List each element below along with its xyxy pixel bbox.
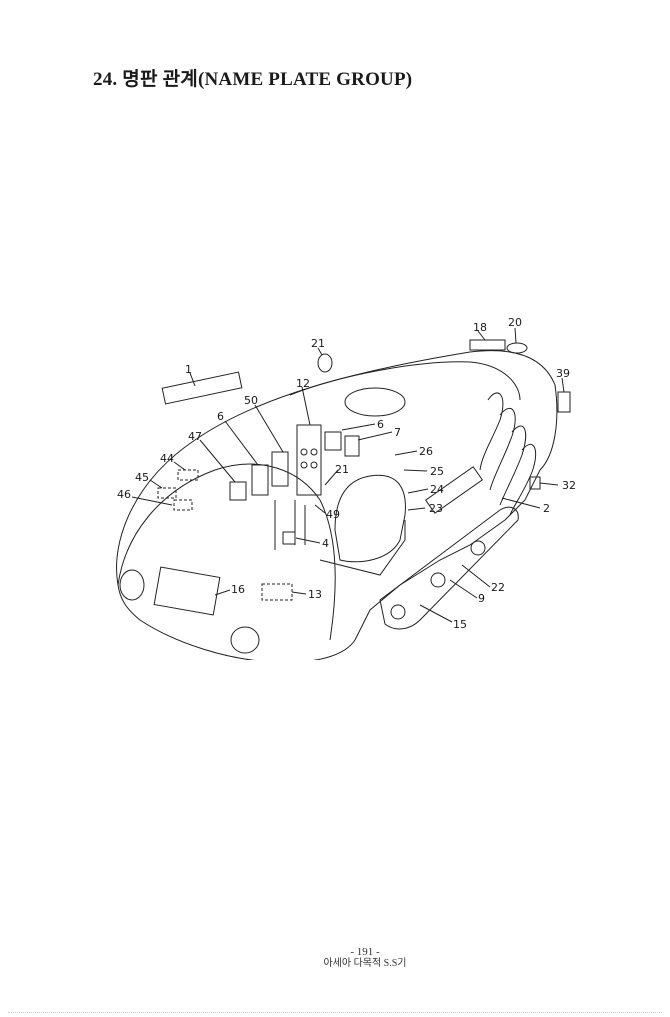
callout-21a: 21 (311, 337, 325, 350)
panel-knob-2 (310, 448, 318, 456)
page-number: - 191 - (350, 946, 380, 958)
callout-44: 44 (160, 452, 174, 465)
plate-39 (557, 391, 571, 413)
plate-50 (271, 451, 289, 487)
front-hood-outline (117, 463, 336, 641)
plate-6a (251, 464, 269, 496)
seat-frame (319, 520, 406, 576)
side-vent-2 (489, 408, 516, 491)
callout-2: 2 (543, 502, 550, 515)
plate-7 (344, 435, 360, 457)
page-footer: - 191 - 아세아 다목적 S.S기 (300, 946, 430, 970)
plate-20 (506, 342, 528, 354)
plate-18 (469, 339, 506, 351)
leader-lines (131, 327, 565, 623)
callout-25: 25 (430, 465, 444, 478)
plate-1 (161, 371, 243, 405)
callout-12: 12 (296, 377, 310, 390)
side-vent-1 (479, 392, 504, 471)
roof-outline (289, 361, 521, 401)
callout-22: 22 (491, 581, 505, 594)
callout-47: 47 (188, 430, 202, 443)
panel-knob-3 (300, 461, 308, 469)
callout-39: 39 (556, 367, 570, 380)
callout-4: 4 (322, 537, 329, 550)
plate-21a (317, 353, 333, 373)
callout-7: 7 (394, 426, 401, 439)
plate-6b (324, 431, 342, 451)
book-name: 아세아 다목적 S.S기 (323, 958, 407, 969)
panel-knob-4 (310, 461, 318, 469)
plate-46 (173, 499, 193, 511)
callout-16: 16 (231, 583, 245, 596)
callout-49: 49 (326, 508, 340, 521)
side-vent-4 (509, 443, 537, 516)
scan-edge-line (8, 1012, 662, 1013)
callout-21b: 21 (335, 463, 349, 476)
callout-15: 15 (453, 618, 467, 631)
callout-46: 46 (117, 488, 131, 501)
plate-4 (282, 531, 296, 545)
panel-knob-1 (300, 448, 308, 456)
control-panel (296, 424, 322, 496)
track-wheel-3 (470, 540, 486, 556)
callout-9: 9 (478, 592, 485, 605)
headlight-left (119, 569, 145, 601)
callout-32: 32 (562, 479, 576, 492)
callout-18: 18 (473, 321, 487, 334)
plate-13 (261, 583, 293, 601)
side-vent-3 (499, 425, 527, 506)
callout-23: 23 (429, 502, 443, 515)
callout-1: 1 (185, 363, 192, 376)
plate-45 (157, 487, 177, 499)
callout-24: 24 (430, 483, 444, 496)
callout-26: 26 (419, 445, 433, 458)
track-wheel-1 (390, 604, 406, 620)
callout-6b: 6 (377, 418, 384, 431)
plate-47 (229, 481, 247, 501)
plate-44 (177, 469, 199, 481)
page-title: 24. 명판 관계(NAME PLATE GROUP) (93, 69, 413, 90)
operator-seat (334, 474, 406, 563)
machine-body-outline (116, 350, 558, 660)
front-nameplate (153, 566, 221, 616)
name-plate-diagram: 1 2 4 6 6 7 9 12 13 15 16 18 20 21 21 22… (0, 300, 670, 660)
callout-45: 45 (135, 471, 149, 484)
plate-2 (424, 466, 484, 514)
roof-hatch (344, 387, 406, 417)
callout-50: 50 (244, 394, 258, 407)
callout-13: 13 (308, 588, 322, 601)
headlight-right (230, 626, 260, 654)
callout-20: 20 (508, 316, 522, 329)
callout-6a: 6 (217, 410, 224, 423)
track-wheel-2 (430, 572, 446, 588)
